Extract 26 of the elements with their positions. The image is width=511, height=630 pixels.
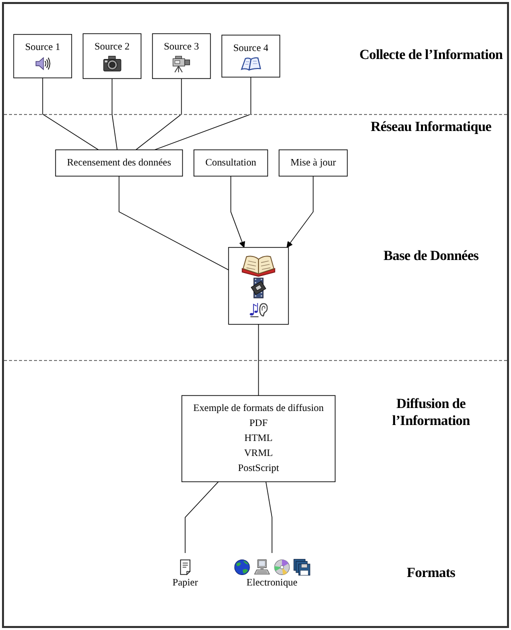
arrow [230, 176, 246, 248]
section-heading: Base de Données [382, 249, 480, 266]
section-heading: Réseau Informatique [370, 120, 492, 137]
node-box: Consultation [194, 149, 268, 176]
connector [136, 78, 182, 150]
connector [118, 176, 229, 270]
arrow [286, 176, 314, 248]
node-box: Exemple de formats de diffusion PDF HTML VRML PostScript [181, 395, 336, 482]
connector [266, 481, 272, 554]
section-heading: Diffusion de l’Information [391, 397, 471, 432]
node-box: Source 3 [152, 33, 211, 79]
section-heading: Collecte de l’Information [359, 48, 503, 64]
node-label: Electronique [246, 578, 298, 589]
connector [184, 481, 219, 554]
connector [42, 77, 99, 150]
connector [154, 76, 252, 150]
node-box: Source 2 [82, 33, 142, 79]
node-box [228, 246, 289, 325]
connector [112, 78, 118, 150]
node-label: Papier [172, 578, 198, 589]
node-box: Recensement des données [55, 149, 183, 176]
node-box: Source 4 [221, 34, 280, 78]
section-heading: Formats [406, 566, 456, 584]
connector [258, 324, 259, 396]
node-box: Mise à jour [278, 149, 348, 176]
node-box: Source 1 [13, 34, 72, 78]
